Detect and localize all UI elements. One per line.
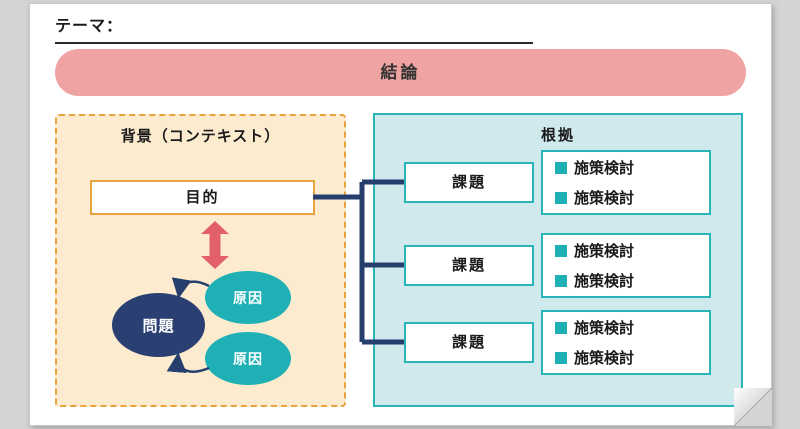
action-item: 施策検討 bbox=[555, 240, 697, 261]
conclusion-banner: 結論 bbox=[55, 49, 746, 96]
bullet-square-icon bbox=[555, 351, 567, 364]
cause-label: 原因 bbox=[233, 350, 263, 367]
purpose-box: 目的 bbox=[90, 180, 315, 215]
action-item: 施策検討 bbox=[555, 270, 697, 291]
bullet-square-icon bbox=[555, 274, 567, 287]
action-item: 施策検討 bbox=[555, 187, 697, 208]
action-label: 施策検討 bbox=[574, 273, 635, 290]
action-label: 施策検討 bbox=[574, 320, 635, 337]
action-item: 施策検討 bbox=[555, 157, 697, 178]
action-label: 施策検討 bbox=[574, 160, 635, 177]
problem-label: 問題 bbox=[142, 317, 175, 335]
action-item: 施策検討 bbox=[555, 317, 697, 338]
bullet-square-icon bbox=[555, 321, 567, 334]
action-label: 施策検討 bbox=[574, 190, 635, 207]
problem-ellipse: 問題 bbox=[112, 293, 205, 357]
theme-underline: テーマ： bbox=[55, 12, 533, 44]
cause-ellipse: 原因 bbox=[205, 332, 291, 385]
issue-box: 課題 bbox=[404, 322, 534, 363]
action-item: 施策検討 bbox=[555, 347, 697, 368]
bullet-square-icon bbox=[555, 244, 567, 257]
theme-label: テーマ： bbox=[55, 18, 124, 35]
cause-label: 原因 bbox=[233, 289, 263, 306]
issue-box: 課題 bbox=[404, 162, 534, 203]
evidence-panel: 根拠 課題 施策検討 施策検討 課題 施策検討 施策検討 課題 bbox=[373, 113, 743, 407]
bullet-square-icon bbox=[555, 161, 567, 174]
page-fold-icon bbox=[734, 388, 772, 426]
action-box: 施策検討 施策検討 bbox=[541, 233, 711, 298]
background-panel-title: 背景（コンテキスト） bbox=[120, 128, 281, 145]
evidence-panel-title: 根拠 bbox=[540, 127, 575, 144]
background-panel: 背景（コンテキスト） 目的 問題 原因 原因 bbox=[55, 114, 346, 407]
action-label: 施策検討 bbox=[574, 243, 635, 260]
action-box: 施策検討 施策検討 bbox=[541, 150, 711, 215]
action-label: 施策検討 bbox=[574, 350, 635, 367]
document-page: テーマ： 結論 背景（コンテキスト） 目的 問題 原因 原因 bbox=[29, 3, 772, 426]
action-box: 施策検討 施策検討 bbox=[541, 310, 711, 375]
bullet-square-icon bbox=[555, 191, 567, 204]
cause-ellipse: 原因 bbox=[205, 271, 291, 324]
issue-box: 課題 bbox=[404, 245, 534, 286]
double-arrow-icon bbox=[201, 221, 229, 269]
